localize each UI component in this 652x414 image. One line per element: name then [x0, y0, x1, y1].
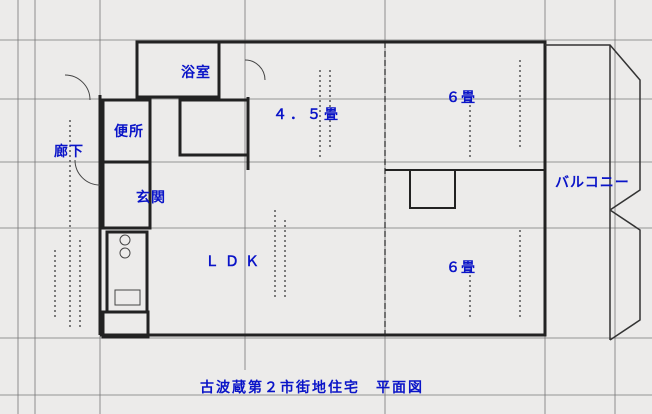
- room-label-entrance: 玄関: [136, 190, 166, 206]
- room-label-4-5-tatami: ４．５畳: [273, 107, 341, 123]
- room-label-ldk: ＬＤＫ: [205, 254, 265, 270]
- room-label-bath: 浴室: [181, 65, 211, 81]
- annotation-marks: [54, 60, 521, 330]
- kitchen-fixtures: [114, 234, 141, 306]
- plan-title: 古波蔵第２市街地住宅 平面図: [200, 380, 424, 396]
- room-label-balcony: バルコニー: [555, 175, 630, 191]
- room-label-6-tatami-top: ６畳: [446, 90, 476, 106]
- walls: [98, 40, 547, 339]
- balcony-outline: [545, 44, 641, 341]
- door-swings: [64, 59, 266, 186]
- room-label-corridor: 廊下: [54, 144, 84, 160]
- room-label-6-tatami-bottom: ６畳: [446, 260, 476, 276]
- room-label-toilet: 便所: [114, 124, 144, 140]
